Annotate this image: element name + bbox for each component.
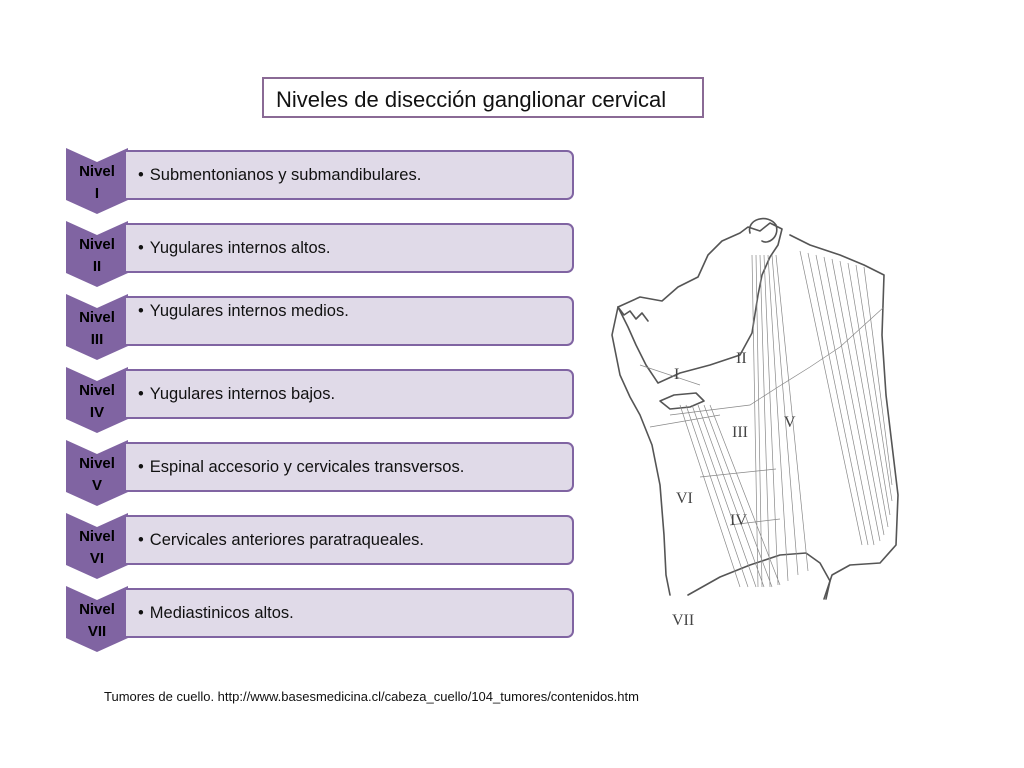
level-description: Cervicales anteriores paratraqueales. <box>149 531 425 549</box>
neck-back-outline <box>789 234 899 600</box>
levels-list: Nivel I • Submentonianos y submandibulare… <box>66 148 578 648</box>
level-description: Yugulares internos altos. <box>149 239 331 257</box>
ear-outline <box>748 217 778 243</box>
neck-anatomy-illustration: I II III V VI IV VII <box>611 217 899 627</box>
teeth-outline <box>617 306 649 322</box>
figure-label-level-v: V <box>784 414 796 431</box>
mandible-outline <box>617 222 783 384</box>
level-item: Nivel III • Yugulares internos medios. <box>66 294 578 360</box>
level-item: Nivel VI • Cervicales anteriores paratraq… <box>66 513 578 579</box>
level-card: • Espinal accesorio y cervicales transver… <box>126 442 574 492</box>
bullet-icon: • <box>138 531 144 549</box>
level-chevron: Nivel IV <box>66 367 128 433</box>
bullet-icon: • <box>138 302 144 320</box>
level-item: Nivel IV • Yugulares internos bajos. <box>66 367 578 433</box>
level-label-word: Nivel <box>79 236 115 253</box>
clavicle-outline <box>687 552 831 600</box>
level-label-numeral: IV <box>89 404 105 421</box>
level-label-numeral: V <box>91 477 102 494</box>
level-description: Espinal accesorio y cervicales transvers… <box>149 458 465 476</box>
figure-label-level-vi: VI <box>676 490 693 507</box>
level-card: • Yugulares internos bajos. <box>126 369 574 419</box>
level-label-word: Nivel <box>79 309 115 326</box>
level-card: • Cervicales anteriores paratraqueales. <box>126 515 574 565</box>
level-card: • Yugulares internos medios. <box>126 296 574 346</box>
level-label-numeral: II <box>92 258 102 275</box>
page-title: Niveles de disección ganglionar cervical <box>262 77 704 118</box>
level-item: Nivel V • Espinal accesorio y cervicales … <box>66 440 578 506</box>
bullet-icon: • <box>138 385 144 403</box>
figure-label-level-iii: III <box>732 424 748 441</box>
figure-label-level-iv: IV <box>730 512 747 529</box>
level-label-word: Nivel <box>79 601 115 618</box>
level-label-numeral: VI <box>89 550 105 567</box>
level-label-numeral: I <box>94 185 100 202</box>
level-card: • Mediastinicos altos. <box>126 588 574 638</box>
level-description: Yugulares internos medios. <box>149 302 349 320</box>
figure-label-level-ii: II <box>736 350 747 367</box>
level-label-word: Nivel <box>79 382 115 399</box>
level-item: Nivel VII • Mediastinicos altos. <box>66 586 578 652</box>
figure-label-level-vii: VII <box>672 612 694 627</box>
level-card: • Yugulares internos altos. <box>126 223 574 273</box>
level-label-word: Nivel <box>79 528 115 545</box>
level-chevron: Nivel I <box>66 148 128 214</box>
level-chevron: Nivel V <box>66 440 128 506</box>
level-label-numeral: VII <box>87 623 107 640</box>
bullet-icon: • <box>138 458 144 476</box>
level-card: • Submentonianos y submandibulares. <box>126 150 574 200</box>
face-outline <box>611 306 671 596</box>
bullet-icon: • <box>138 239 144 257</box>
level-label-word: Nivel <box>79 455 115 472</box>
level-item: Nivel II • Yugulares internos altos. <box>66 221 578 287</box>
level-description: Mediastinicos altos. <box>149 604 294 622</box>
level-label-word: Nivel <box>79 163 115 180</box>
bullet-icon: • <box>138 166 144 184</box>
level-label-numeral: III <box>90 331 104 348</box>
level-divider-lines <box>639 306 885 526</box>
figure-label-level-i: I <box>674 366 679 383</box>
level-description: Yugulares internos bajos. <box>149 385 336 403</box>
bullet-icon: • <box>138 604 144 622</box>
hyoid-outline <box>659 392 705 410</box>
level-chevron: Nivel VI <box>66 513 128 579</box>
level-chevron: Nivel VII <box>66 586 128 652</box>
level-chevron: Nivel II <box>66 221 128 287</box>
muscle-fibers <box>679 250 893 588</box>
level-item: Nivel I • Submentonianos y submandibulare… <box>66 148 578 214</box>
level-description: Submentonianos y submandibulares. <box>149 166 422 184</box>
level-chevron: Nivel III <box>66 294 128 360</box>
source-citation: Tumores de cuello. http://www.basesmedic… <box>104 689 639 704</box>
